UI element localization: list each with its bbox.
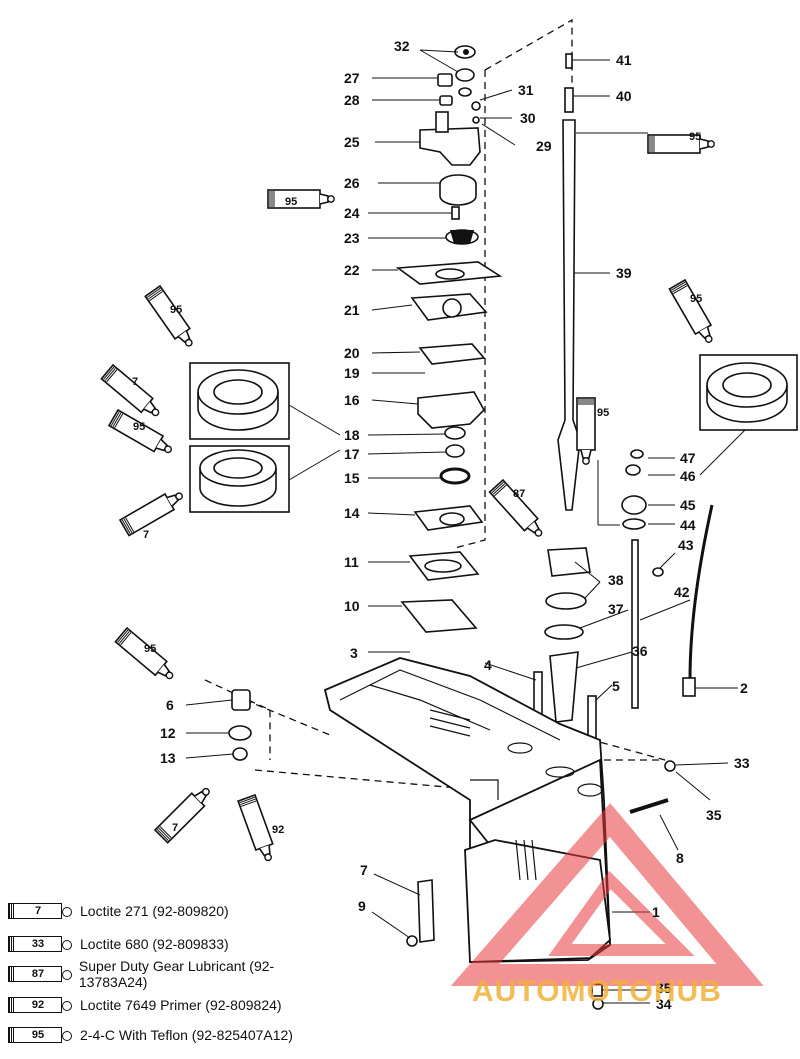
callout-17: 17 <box>344 446 360 462</box>
callout-35: 35 <box>706 807 722 823</box>
callout-11: 11 <box>344 554 359 570</box>
callout-27: 27 <box>344 70 360 86</box>
callout-4: 4 <box>484 657 492 673</box>
callout-25: 25 <box>344 134 360 150</box>
callout-36: 36 <box>632 643 648 659</box>
callout-42: 42 <box>674 584 690 600</box>
callout-33: 33 <box>734 755 750 771</box>
tube-icon: 33 <box>8 934 72 954</box>
callout-22: 22 <box>344 262 360 278</box>
callout-3: 3 <box>350 645 358 661</box>
callout-21: 21 <box>344 302 360 318</box>
callout-24: 24 <box>344 205 360 221</box>
callout-39: 39 <box>616 265 632 281</box>
tube-icon: 87 <box>8 964 72 984</box>
callout-8: 8 <box>676 850 684 866</box>
callout-19: 19 <box>344 365 360 381</box>
callout-35-lower: 35 <box>656 980 672 996</box>
tube-label: 95 <box>689 131 701 143</box>
callout-7: 7 <box>360 862 368 878</box>
callout-44: 44 <box>680 517 696 533</box>
tube-label: 95 <box>690 293 702 305</box>
callout-14: 14 <box>344 505 360 521</box>
legend-row: 95 2-4-C With Teflon (92-825407A12) <box>8 1024 293 1046</box>
callout-46: 46 <box>680 468 696 484</box>
callout-43: 43 <box>678 537 694 553</box>
tube-label: 95 <box>133 421 145 433</box>
tube-label: 92 <box>272 824 284 836</box>
legend-text: Super Duty Gear Lubricant (92-13783A24) <box>78 958 275 990</box>
tube-label: 95 <box>285 196 297 208</box>
callout-31: 31 <box>518 82 534 98</box>
callout-1: 1 <box>652 904 660 920</box>
tube-label: 7 <box>143 529 149 541</box>
tube-label: 87 <box>513 488 525 500</box>
legend-row: 33 Loctite 680 (92-809833) <box>8 933 229 955</box>
legend-text: Loctite 271 (92-809820) <box>80 903 229 919</box>
callout-2: 2 <box>740 680 748 696</box>
callout-12: 12 <box>160 725 176 741</box>
legend-text: Loctite 680 (92-809833) <box>80 936 229 952</box>
callout-26: 26 <box>344 175 360 191</box>
legend-text: Loctite 7649 Primer (92-809824) <box>80 997 282 1013</box>
tube-icon: 7 <box>8 901 72 921</box>
callout-40: 40 <box>616 88 632 104</box>
tube-label: 95 <box>597 407 609 419</box>
tube-label: 7 <box>172 822 178 834</box>
legend-row: 92 Loctite 7649 Primer (92-809824) <box>8 994 282 1016</box>
callout-45: 45 <box>680 497 696 513</box>
callout-29: 29 <box>536 138 552 154</box>
callout-10: 10 <box>344 598 360 614</box>
watermark-logo: AUTOMOTOHUB <box>472 975 722 1008</box>
tube-icon: 95 <box>8 1025 72 1045</box>
callout-47: 47 <box>680 450 696 466</box>
callout-30: 30 <box>520 110 536 126</box>
tube-label: 95 <box>144 643 156 655</box>
callout-34: 34 <box>656 996 672 1012</box>
callout-5: 5 <box>612 678 620 694</box>
callout-16: 16 <box>344 392 360 408</box>
tube-icon: 92 <box>8 995 72 1015</box>
callout-41: 41 <box>616 52 632 68</box>
legend-row: 87 Super Duty Gear Lubricant (92-13783A2… <box>8 958 338 990</box>
callout-37: 37 <box>608 601 624 617</box>
callout-32: 32 <box>394 38 410 54</box>
tube-label: 7 <box>132 376 138 388</box>
callout-6: 6 <box>166 697 174 713</box>
legend-row: 7 Loctite 271 (92-809820) <box>8 900 229 922</box>
tube-label: 95 <box>170 304 182 316</box>
callout-9: 9 <box>358 898 366 914</box>
callout-18: 18 <box>344 427 360 443</box>
legend-text: 2-4-C With Teflon (92-825407A12) <box>80 1027 293 1043</box>
callout-23: 23 <box>344 230 360 246</box>
callout-38: 38 <box>608 572 624 588</box>
callout-13: 13 <box>160 750 176 766</box>
callout-15: 15 <box>344 470 360 486</box>
callout-28: 28 <box>344 92 360 108</box>
callout-20: 20 <box>344 345 360 361</box>
